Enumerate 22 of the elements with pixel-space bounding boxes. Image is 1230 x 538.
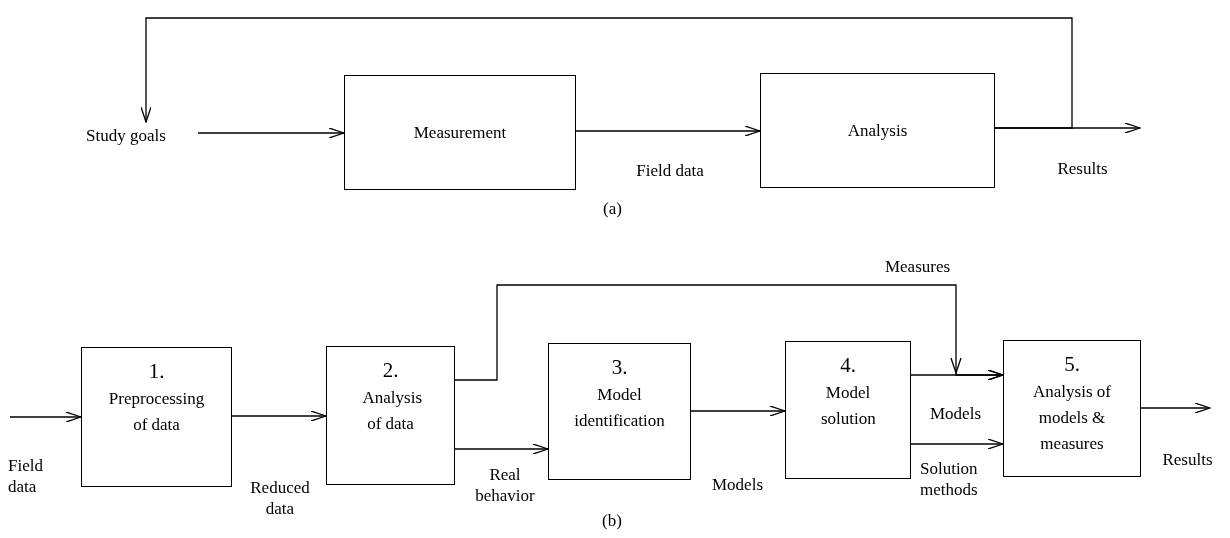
process-box	[548, 343, 691, 480]
step-title: Model identification	[573, 384, 666, 432]
input-label: Study goals	[86, 122, 198, 150]
step-title: Analysis of data	[361, 387, 423, 435]
step-number: 1.	[148, 358, 165, 384]
step-title: Preprocessing of data	[107, 388, 206, 436]
step-title: Analysis	[846, 119, 909, 142]
process-box	[326, 346, 455, 485]
step-number: 3.	[611, 354, 628, 380]
process-box	[1003, 340, 1141, 477]
process-box	[760, 73, 995, 188]
step-title: Analysis of models & measures	[1032, 381, 1112, 455]
process-box	[344, 75, 576, 190]
step-title: Measurement	[412, 121, 508, 144]
process-box	[81, 347, 232, 487]
panel-label: (b)	[602, 510, 622, 531]
panel-label: (a)	[603, 198, 622, 219]
step-number: 5.	[1064, 351, 1080, 377]
step-title: Model solution	[820, 382, 877, 430]
process-box	[785, 341, 911, 479]
step-number: 2.	[382, 357, 399, 383]
step-number: 4.	[840, 352, 856, 378]
